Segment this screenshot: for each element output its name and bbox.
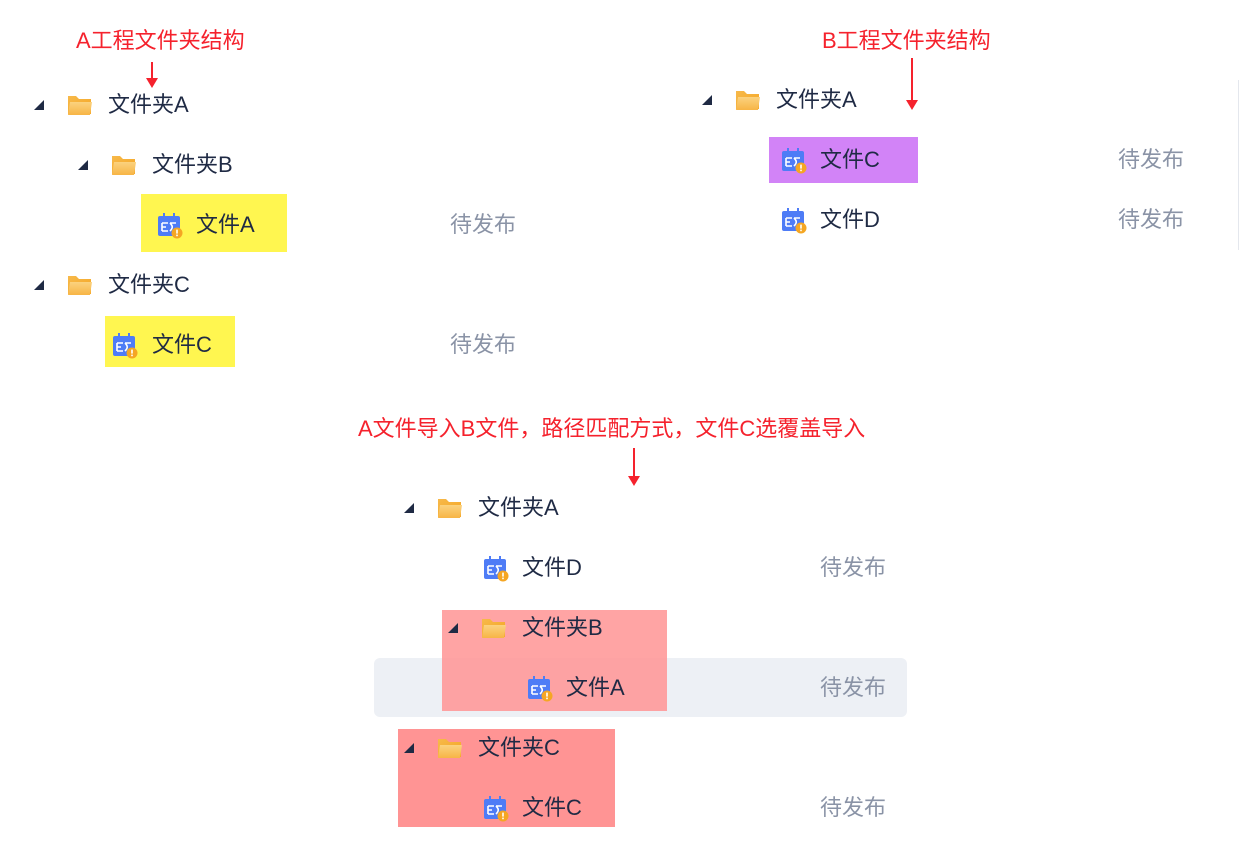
arrow-down-icon	[146, 62, 158, 88]
tree-item-folder-c[interactable]: 文件夹C	[108, 272, 190, 297]
annotation-b-title: B工程文件夹结构	[822, 28, 991, 53]
status-label: 待发布	[820, 555, 887, 580]
caret-expanded-icon[interactable]	[404, 503, 414, 513]
annotation-merge-title: A文件导入B文件，路径匹配方式，文件C选覆盖导入	[358, 416, 866, 441]
tree-item-file-c[interactable]: 文件C	[152, 332, 212, 357]
file-icon	[155, 211, 183, 239]
file-icon	[525, 674, 553, 702]
file-icon	[110, 331, 138, 359]
status-label: 待发布	[1118, 207, 1185, 232]
scrollbar-divider	[1238, 80, 1239, 250]
status-label: 待发布	[1118, 147, 1185, 172]
caret-expanded-icon[interactable]	[448, 623, 458, 633]
status-label: 待发布	[450, 332, 517, 357]
tree-item-folder-b[interactable]: 文件夹B	[522, 615, 603, 640]
file-icon	[779, 146, 807, 174]
caret-expanded-icon[interactable]	[34, 100, 44, 110]
arrow-down-icon	[906, 58, 918, 110]
caret-expanded-icon[interactable]	[78, 160, 88, 170]
caret-expanded-icon[interactable]	[702, 95, 712, 105]
folder-icon	[480, 614, 508, 642]
folder-icon	[436, 494, 464, 522]
status-label: 待发布	[820, 675, 887, 700]
caret-expanded-icon[interactable]	[34, 280, 44, 290]
annotation-a-title: A工程文件夹结构	[76, 28, 245, 53]
arrow-down-icon	[628, 448, 640, 486]
tree-item-file-a[interactable]: 文件A	[566, 675, 625, 700]
tree-item-file-d[interactable]: 文件D	[820, 207, 880, 232]
folder-icon	[436, 734, 464, 762]
tree-item-folder-c[interactable]: 文件夹C	[478, 735, 560, 760]
tree-item-folder-a[interactable]: 文件夹A	[478, 495, 559, 520]
status-label: 待发布	[450, 212, 517, 237]
tree-item-file-c[interactable]: 文件C	[820, 147, 880, 172]
tree-item-file-c[interactable]: 文件C	[522, 795, 582, 820]
file-icon	[779, 206, 807, 234]
tree-item-file-a[interactable]: 文件A	[196, 212, 255, 237]
file-icon	[481, 554, 509, 582]
folder-icon	[110, 151, 138, 179]
tree-item-file-d[interactable]: 文件D	[522, 555, 582, 580]
folder-icon	[66, 271, 94, 299]
tree-item-folder-b[interactable]: 文件夹B	[152, 152, 233, 177]
highlight-red	[442, 610, 667, 711]
highlight-red	[398, 729, 615, 827]
tree-item-folder-a[interactable]: 文件夹A	[108, 92, 189, 117]
file-icon	[481, 794, 509, 822]
status-label: 待发布	[820, 795, 887, 820]
tree-item-folder-a[interactable]: 文件夹A	[776, 87, 857, 112]
caret-expanded-icon[interactable]	[404, 743, 414, 753]
folder-icon	[66, 91, 94, 119]
folder-icon	[734, 86, 762, 114]
